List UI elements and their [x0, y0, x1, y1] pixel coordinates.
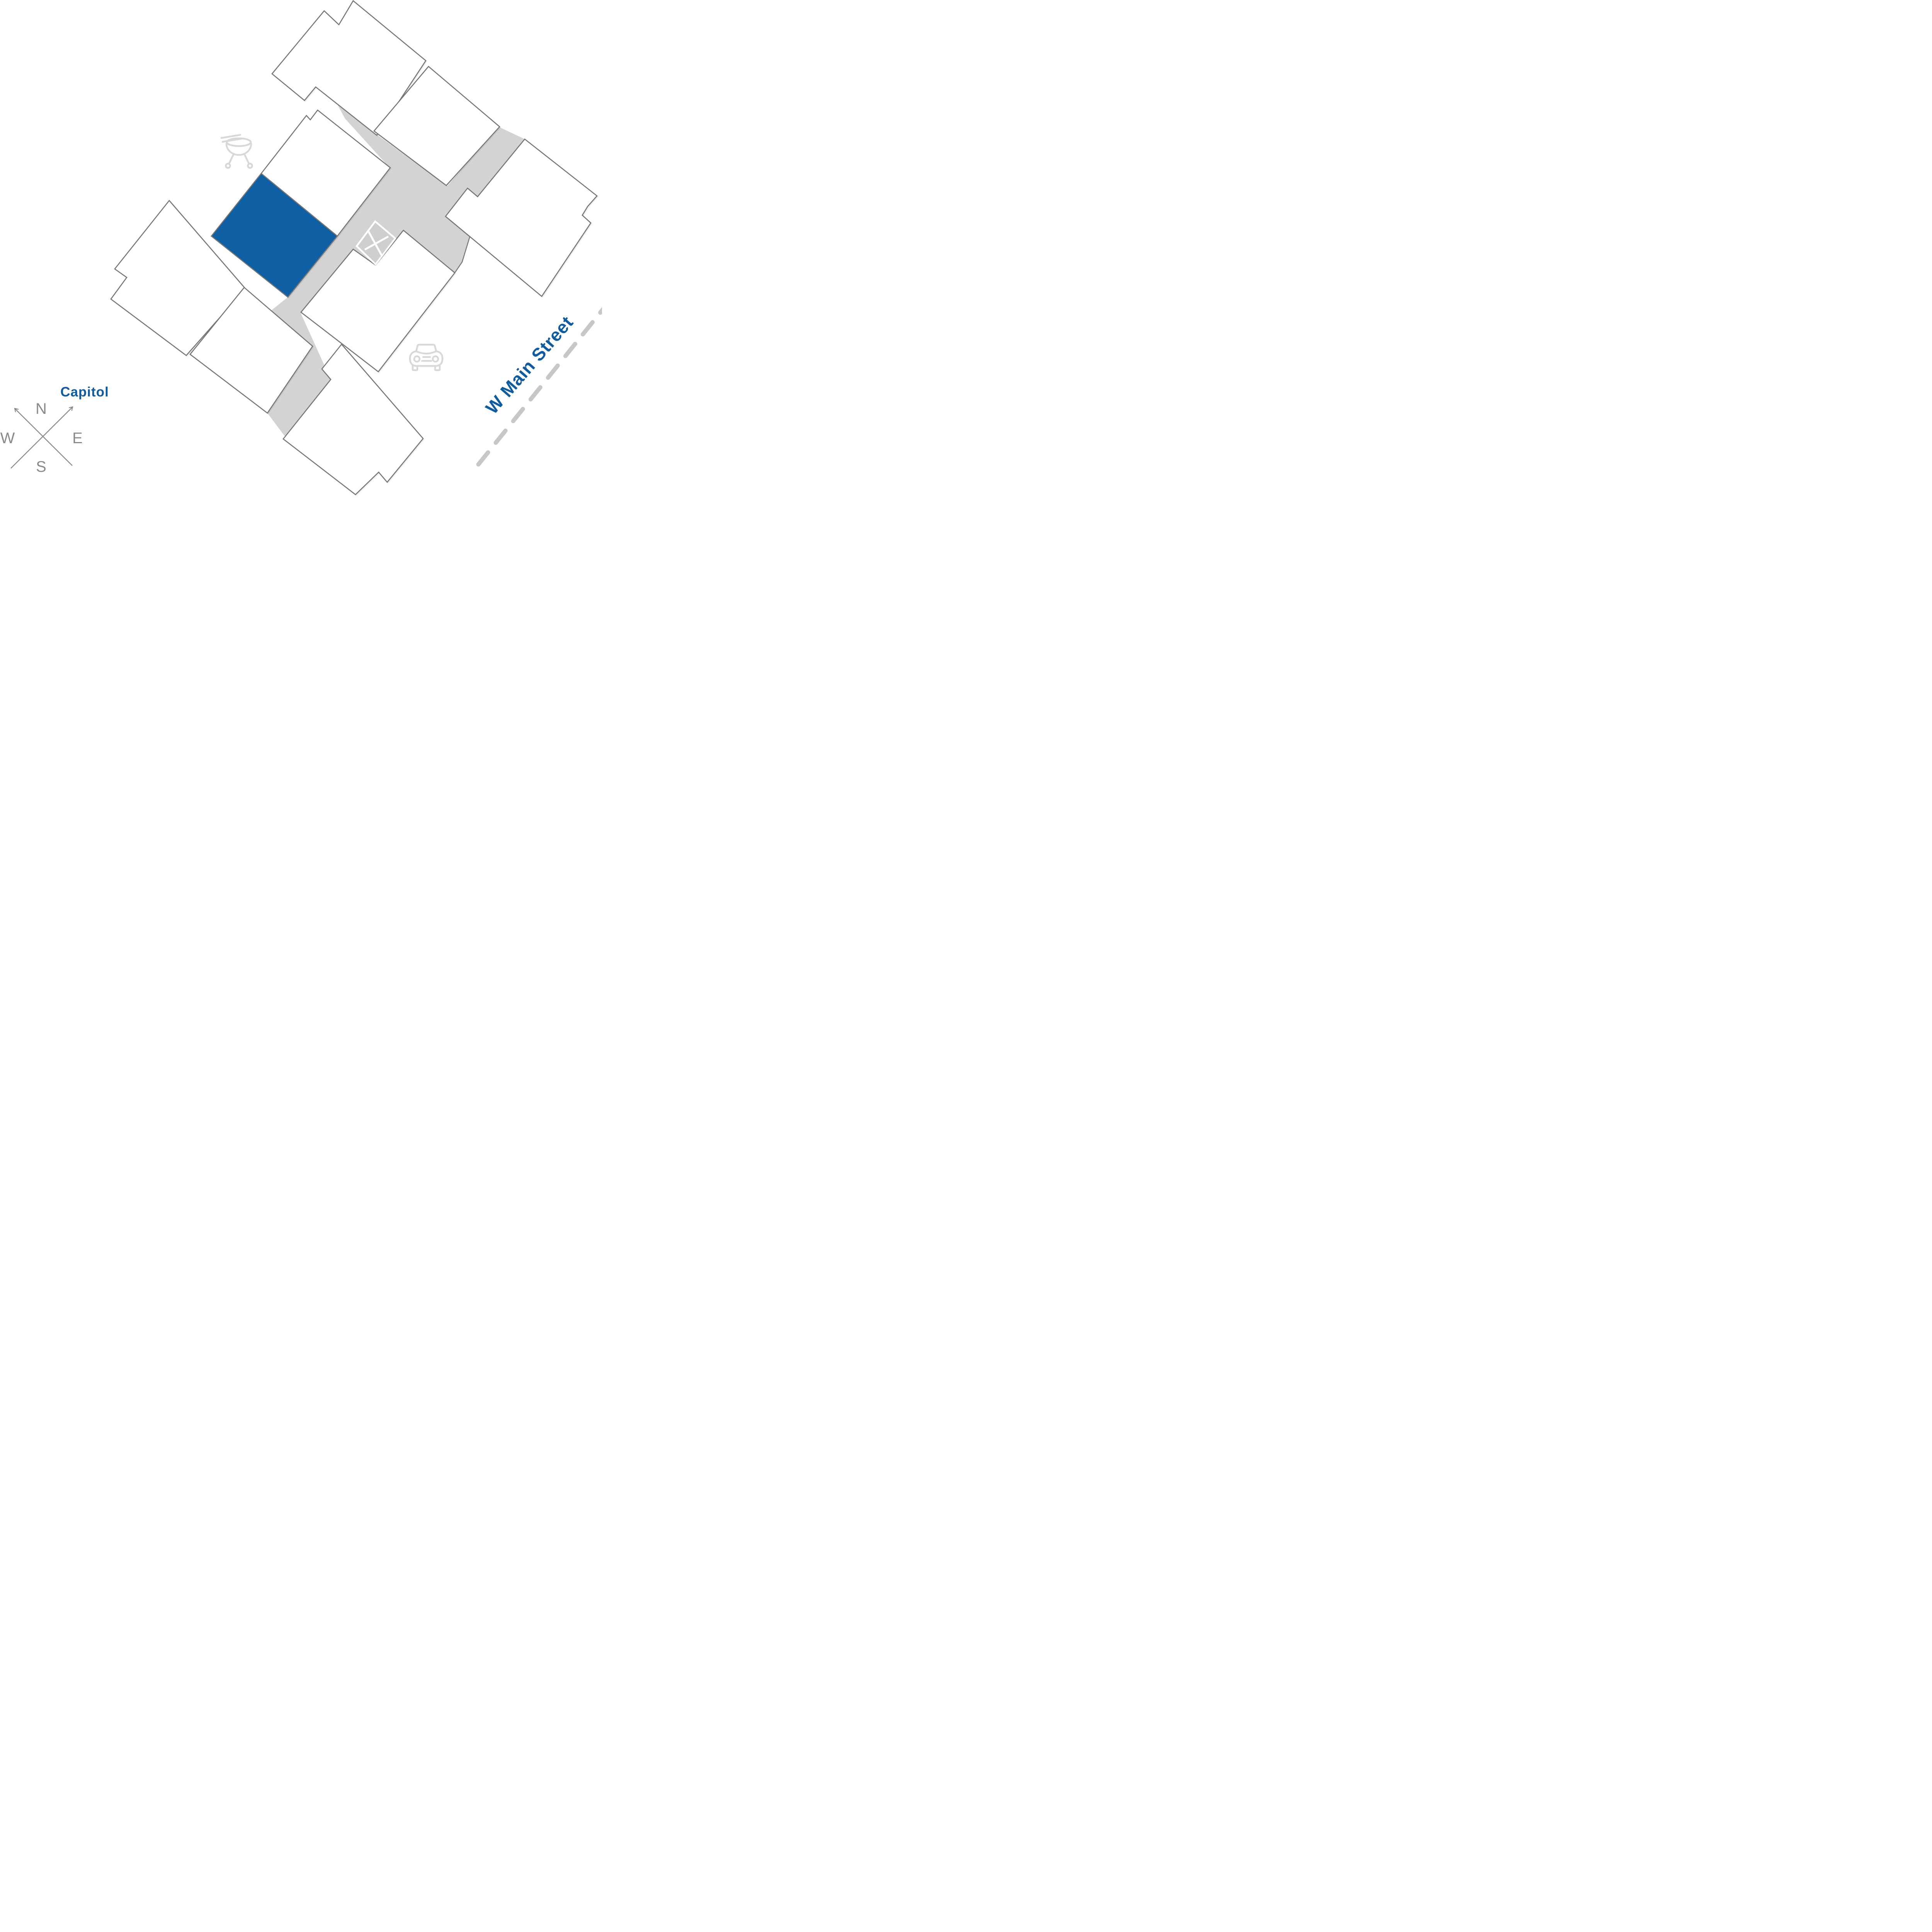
building-bottom-center[interactable] [282, 343, 424, 495]
path-edges-layer [454, 236, 471, 273]
pathways-layer [267, 105, 525, 439]
compass-arrow-ne [10, 407, 73, 469]
path-south-arm-upper [288, 236, 353, 314]
street-label: W Main Street [481, 312, 577, 418]
compass-w: W [0, 430, 15, 447]
car-icon [409, 344, 444, 371]
compass-e: E [72, 430, 83, 447]
building-right[interactable] [445, 138, 598, 297]
site-plan-svg: W Main Street Capitol N E S W [0, 0, 602, 495]
path-east-arm [403, 126, 525, 273]
building-center-right[interactable] [300, 230, 456, 372]
path-edge-east-tab [454, 236, 471, 273]
x-marker-icon [355, 220, 397, 266]
site-plan: W Main Street Capitol N E S W [0, 0, 602, 497]
street-dashed-line [476, 307, 602, 467]
highlighted-unit[interactable] [211, 173, 338, 298]
compass-arrow-nw [15, 408, 73, 466]
compass-n: N [36, 400, 47, 417]
building-top-center[interactable] [271, 0, 427, 136]
capitol-label: Capitol [60, 384, 109, 400]
bbq-grill-icon [220, 134, 253, 169]
building-top-right[interactable] [373, 66, 500, 186]
compass-s: S [36, 458, 47, 475]
path-central-plaza [337, 105, 447, 266]
buildings-layer [110, 0, 598, 495]
path-south-arm-lower [267, 297, 331, 439]
x-marker-stroke [364, 235, 389, 251]
building-lower-left[interactable] [189, 287, 313, 414]
compass-rose: N E S W [0, 400, 83, 475]
